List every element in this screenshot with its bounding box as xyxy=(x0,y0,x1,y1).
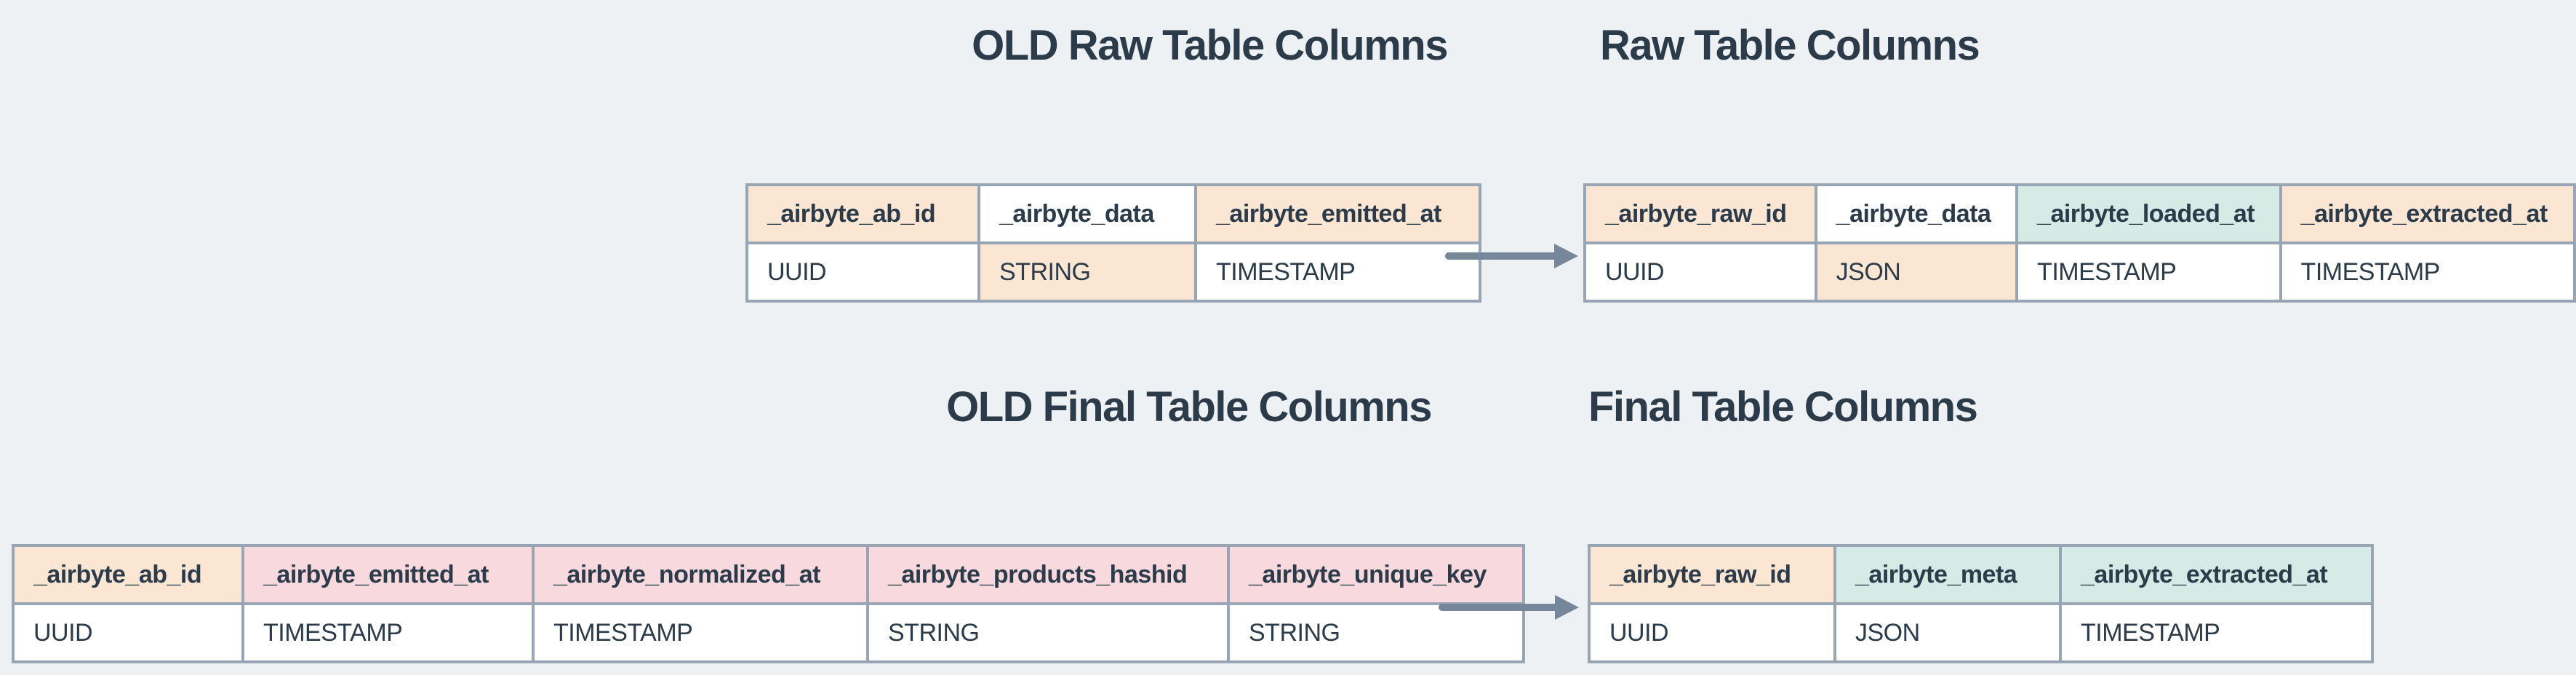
column-name-cell: _airbyte_loaded_at xyxy=(2015,183,2282,244)
column-name-cell: _airbyte_normalized_at xyxy=(532,544,869,605)
column-name-cell: _airbyte_data xyxy=(977,183,1197,244)
table-row: UUID STRING TIMESTAMP xyxy=(745,241,1481,303)
table-row: _airbyte_raw_id _airbyte_data _airbyte_l… xyxy=(1583,183,2576,244)
table-row: UUID TIMESTAMP TIMESTAMP STRING STRING xyxy=(12,602,1525,663)
column-type-cell: JSON xyxy=(1814,241,2019,303)
column-name-cell: _airbyte_emitted_at xyxy=(241,544,535,605)
column-type-cell: UUID xyxy=(1583,241,1817,303)
column-name-cell: _airbyte_ab_id xyxy=(12,544,244,605)
column-type-cell: JSON xyxy=(1833,602,2062,663)
table-row: _airbyte_ab_id _airbyte_emitted_at _airb… xyxy=(12,544,1525,605)
arrow-right-icon xyxy=(1439,595,1579,620)
column-type-cell: STRING xyxy=(866,602,1230,663)
column-type-cell: UUID xyxy=(745,241,980,303)
column-name-cell: _airbyte_ab_id xyxy=(745,183,980,244)
table-row: UUID JSON TIMESTAMP xyxy=(1588,602,2374,663)
title-old-final-table-columns: OLD Final Table Columns xyxy=(946,383,1432,431)
column-name-cell: _airbyte_extracted_at xyxy=(2059,544,2374,605)
table-row: _airbyte_ab_id _airbyte_data _airbyte_em… xyxy=(745,183,1481,244)
column-type-cell: STRING xyxy=(1227,602,1525,663)
table-old-raw-columns: _airbyte_ab_id _airbyte_data _airbyte_em… xyxy=(745,183,1481,303)
column-name-cell: _airbyte_extracted_at xyxy=(2279,183,2576,244)
table-row: UUID JSON TIMESTAMP TIMESTAMP xyxy=(1583,241,2576,303)
column-name-cell: _airbyte_data xyxy=(1814,183,2019,244)
column-type-cell: TIMESTAMP xyxy=(2015,241,2282,303)
column-type-cell: TIMESTAMP xyxy=(241,602,535,663)
arrow-right-icon xyxy=(1445,244,1578,268)
column-type-cell: TIMESTAMP xyxy=(2279,241,2576,303)
table-raw-columns: _airbyte_raw_id _airbyte_data _airbyte_l… xyxy=(1583,183,2576,303)
table-row: _airbyte_raw_id _airbyte_meta _airbyte_e… xyxy=(1588,544,2374,605)
column-type-cell: STRING xyxy=(977,241,1197,303)
title-old-raw-table-columns: OLD Raw Table Columns xyxy=(972,22,1448,69)
column-name-cell: _airbyte_products_hashid xyxy=(866,544,1230,605)
column-name-cell: _airbyte_unique_key xyxy=(1227,544,1525,605)
column-name-cell: _airbyte_emitted_at xyxy=(1194,183,1481,244)
table-final-columns: _airbyte_raw_id _airbyte_meta _airbyte_e… xyxy=(1588,544,2374,663)
column-type-cell: TIMESTAMP xyxy=(532,602,869,663)
column-type-cell: UUID xyxy=(12,602,244,663)
table-old-final-columns: _airbyte_ab_id _airbyte_emitted_at _airb… xyxy=(12,544,1525,663)
column-name-cell: _airbyte_meta xyxy=(1833,544,2062,605)
column-type-cell: TIMESTAMP xyxy=(2059,602,2374,663)
column-type-cell: TIMESTAMP xyxy=(1194,241,1481,303)
column-name-cell: _airbyte_raw_id xyxy=(1588,544,1836,605)
column-type-cell: UUID xyxy=(1588,602,1836,663)
column-name-cell: _airbyte_raw_id xyxy=(1583,183,1817,244)
title-raw-table-columns: Raw Table Columns xyxy=(1600,22,1980,69)
title-final-table-columns: Final Table Columns xyxy=(1588,383,1978,431)
